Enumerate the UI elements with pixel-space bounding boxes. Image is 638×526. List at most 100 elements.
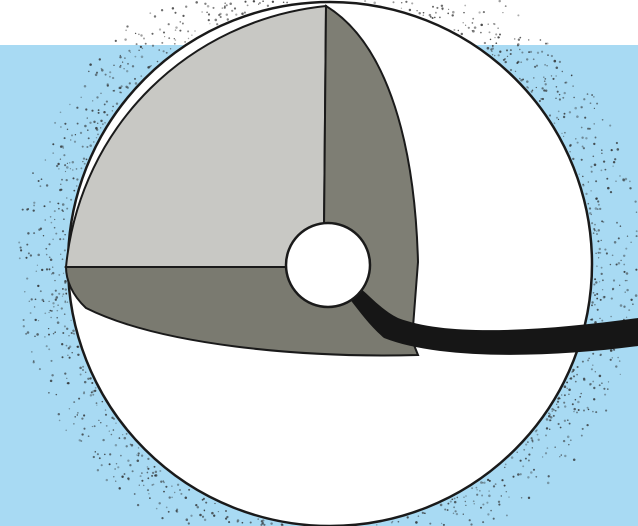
stipple-dot: [229, 3, 232, 6]
stipple-dot: [405, 1, 407, 3]
stipple-dot: [204, 3, 206, 5]
stipple-dot: [111, 434, 113, 436]
stipple-dot: [72, 169, 73, 170]
stipple-dot: [534, 66, 536, 68]
stipple-dot: [514, 38, 516, 40]
stipple-dot: [517, 473, 520, 476]
stipple-dot: [447, 13, 449, 15]
stipple-dot: [286, 2, 288, 4]
stipple-dot: [471, 487, 473, 489]
stipple-dot: [527, 441, 529, 443]
stipple-dot: [489, 31, 491, 33]
stipple-dot: [153, 484, 155, 486]
stipple-dot: [195, 1, 198, 4]
stipple-dot: [80, 167, 82, 169]
stipple-dot: [147, 477, 149, 479]
stipple-dot: [607, 388, 608, 389]
stipple-dot: [583, 378, 585, 380]
stipple-dot: [253, 0, 255, 2]
stipple-dot: [95, 387, 97, 389]
stipple-dot: [592, 155, 594, 157]
stipple-dot: [479, 490, 480, 491]
stipple-dot: [559, 61, 561, 63]
stipple-dot: [519, 37, 521, 39]
stipple-dot: [545, 43, 547, 45]
stipple-dot: [51, 293, 53, 295]
stipple-dot: [61, 209, 63, 211]
stipple-dot: [497, 36, 499, 38]
stipple-dot: [544, 80, 546, 82]
stipple-dot: [65, 430, 67, 432]
stipple-dot: [185, 6, 187, 8]
stipple-dot: [126, 70, 128, 72]
stipple-dot: [441, 5, 443, 7]
stipple-dot: [97, 134, 99, 136]
stipple-dot: [585, 137, 587, 139]
stipple-dot: [605, 169, 607, 171]
stipple-dot: [66, 166, 69, 169]
stipple-dot: [158, 49, 160, 51]
stipple-dot: [70, 168, 71, 169]
stipple-dot: [531, 439, 533, 441]
stipple-dot: [89, 377, 91, 379]
stipple-dot: [77, 346, 79, 348]
stipple-dot: [70, 320, 71, 321]
stipple-dot: [504, 467, 505, 468]
stipple-dot: [241, 13, 244, 16]
stipple-dot: [147, 458, 149, 460]
stipple-dot: [74, 141, 76, 143]
stipple-dot: [484, 42, 486, 44]
stipple-dot: [80, 132, 82, 134]
stipple-dot: [569, 145, 571, 147]
stipple-dot: [33, 209, 35, 211]
stipple-dot: [545, 452, 547, 454]
stipple-dot: [52, 239, 54, 241]
stipple-dot: [30, 254, 32, 256]
stipple-dot: [573, 97, 574, 98]
stipple-dot: [159, 470, 161, 472]
stipple-dot: [226, 13, 228, 15]
stipple-dot: [557, 91, 559, 93]
stipple-dot: [24, 291, 25, 292]
stipple-dot: [54, 280, 55, 281]
stipple-dot: [487, 513, 489, 515]
stipple-dot: [596, 231, 597, 232]
stipple-dot: [495, 33, 497, 35]
stipple-dot: [619, 175, 620, 176]
stipple-dot: [530, 51, 532, 53]
stipple-dot: [174, 43, 176, 45]
stipple-dot: [573, 408, 575, 410]
stipple-dot: [423, 14, 425, 16]
stipple-dot: [67, 163, 68, 164]
stipple-dot: [69, 357, 71, 359]
stipple-dot: [84, 125, 87, 128]
stipple-dot: [60, 184, 61, 185]
stipple-dot: [591, 94, 593, 96]
stipple-dot: [623, 255, 625, 257]
stipple-dot: [170, 48, 171, 49]
stipple-dot: [212, 7, 214, 9]
stipple-dot: [558, 111, 560, 113]
stipple-dot: [554, 446, 556, 448]
stipple-dot: [594, 108, 595, 109]
stipple-dot: [39, 368, 41, 370]
stipple-dot: [556, 67, 559, 70]
stipple-dot: [563, 440, 565, 442]
stipple-dot: [109, 430, 110, 431]
stipple-dot: [493, 485, 495, 487]
stipple-dot: [575, 138, 576, 139]
stipple-dot: [77, 354, 79, 356]
stipple-dot: [163, 491, 165, 493]
stipple-dot: [84, 381, 87, 384]
stipple-dot: [490, 39, 492, 41]
stipple-dot: [520, 473, 522, 475]
stipple-dot: [472, 18, 474, 20]
stipple-dot: [628, 309, 630, 311]
stipple-dot: [576, 374, 578, 376]
stipple-dot: [564, 113, 566, 115]
stipple-dot: [96, 402, 98, 404]
stipple-dot: [106, 114, 108, 116]
stipple-dot: [168, 511, 170, 513]
stipple-dot: [136, 454, 137, 455]
stipple-dot: [32, 172, 34, 174]
